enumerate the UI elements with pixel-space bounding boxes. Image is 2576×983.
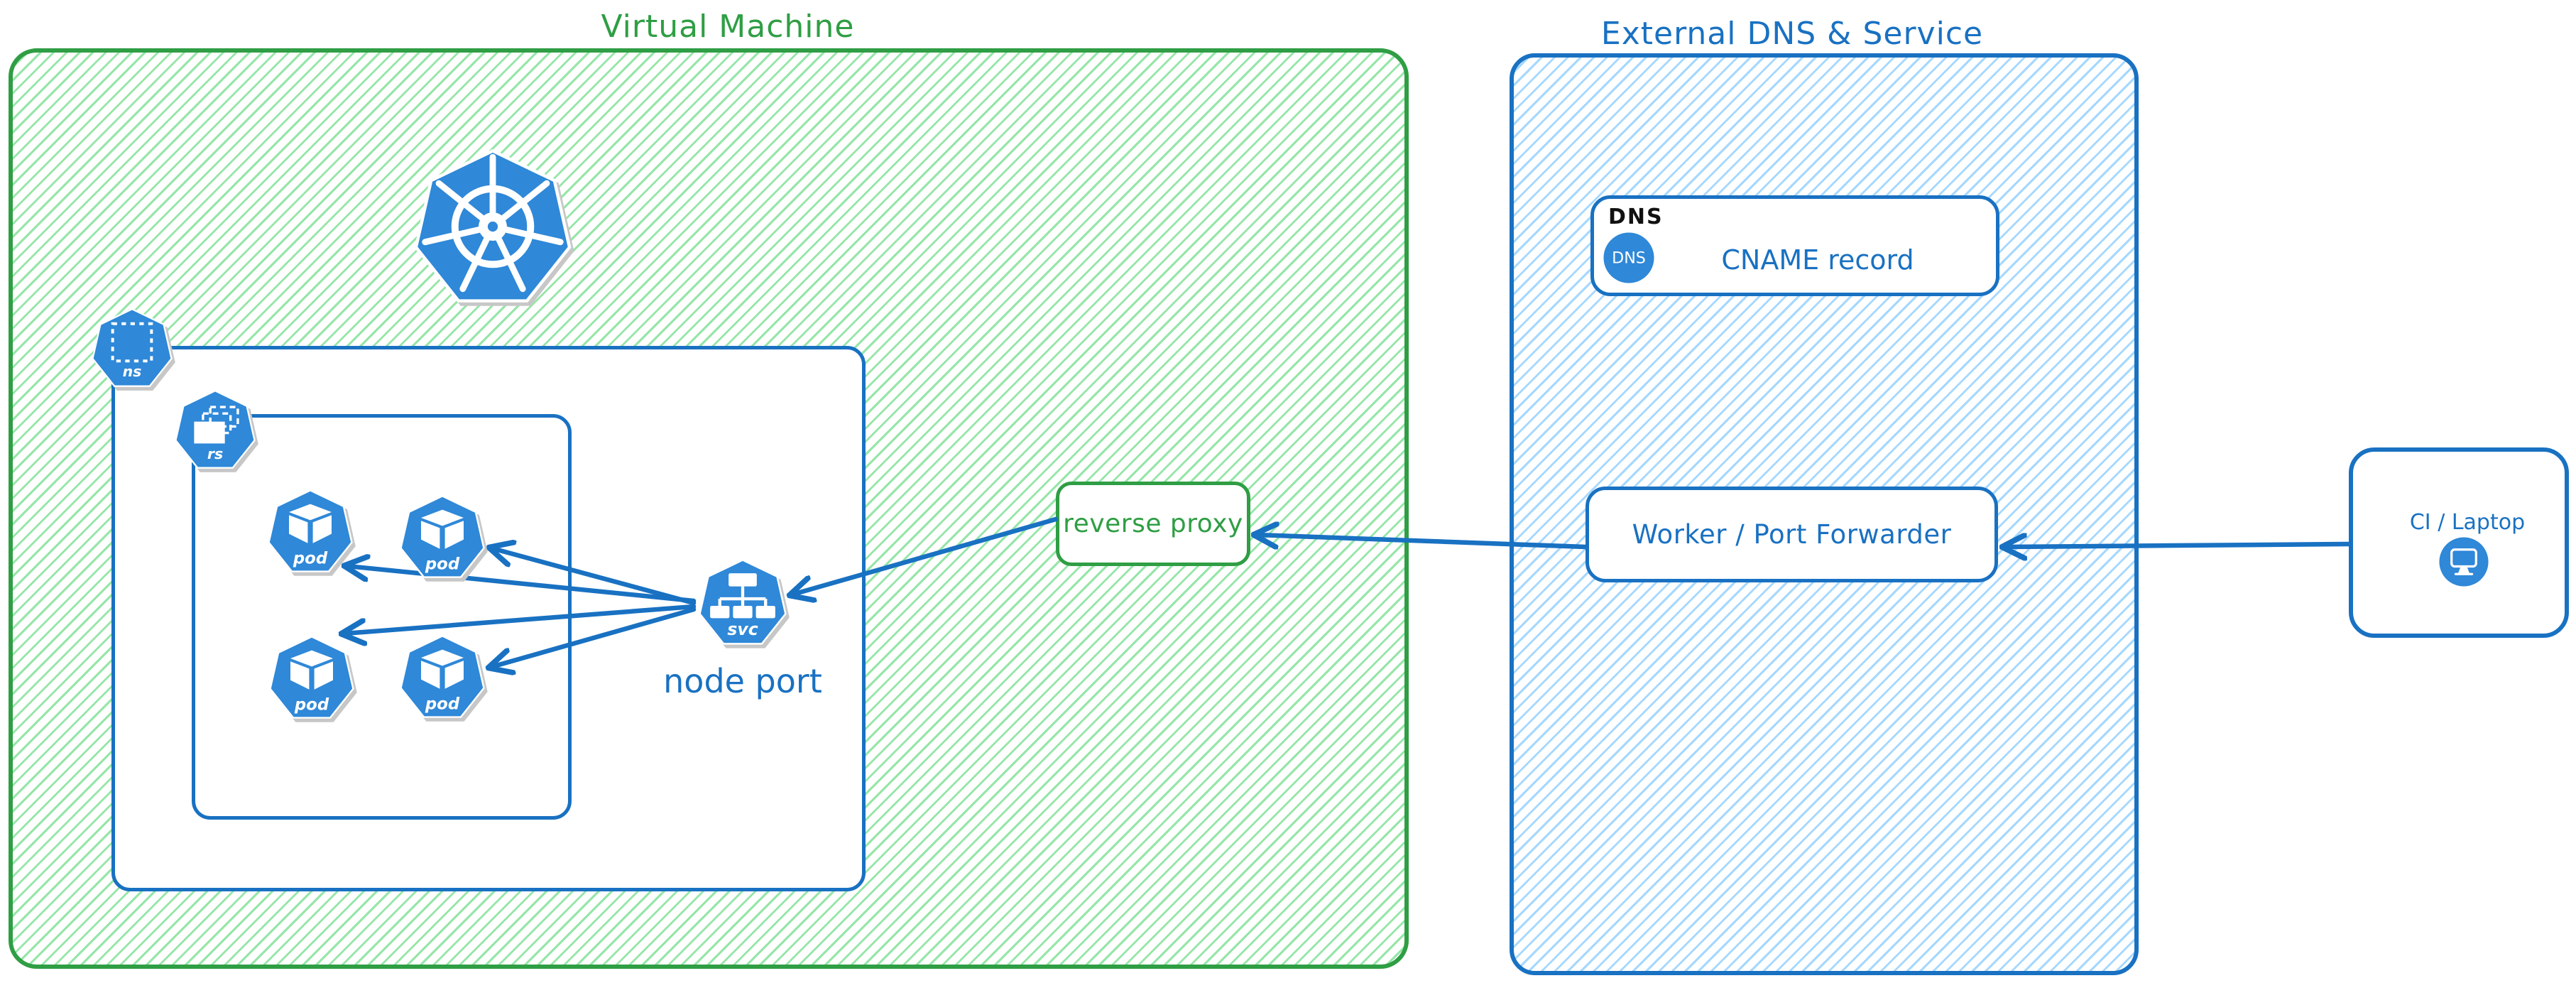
pod-icon-label: pod (294, 696, 329, 715)
reverse-proxy-box: reverse proxy (1056, 482, 1250, 566)
dns-badge-label: DNS (1612, 249, 1646, 267)
monitor-icon (2439, 537, 2489, 587)
pod-icon-top-right: pod (400, 495, 485, 578)
replicaset-icon-label: rs (207, 445, 223, 462)
dns-record-box (1590, 195, 1999, 296)
external-title: External DNS & Service (1600, 16, 1984, 52)
pod-icon-bottom-right: pod (400, 635, 485, 718)
namespace-icon: ns (92, 308, 173, 387)
ci-laptop-label: CI / Laptop (2409, 510, 2526, 535)
pod-icon-label: pod (425, 555, 460, 574)
replicaset-box (192, 414, 572, 820)
vm-title: Virtual Machine (601, 9, 855, 45)
service-icon-label: svc (727, 619, 758, 639)
worker-label: Worker / Port Forwarder (1632, 519, 1952, 550)
node-port-label: node port (663, 662, 822, 700)
cname-record-label: CNAME record (1721, 244, 1914, 276)
reverse-proxy-label: reverse proxy (1063, 509, 1243, 538)
pod-icon-top-left: pod (268, 489, 353, 572)
replicaset-icon: rs (175, 390, 256, 469)
pod-icon-label: pod (293, 550, 328, 568)
pod-icon-bottom-left: pod (269, 636, 354, 719)
service-icon: svc (699, 559, 787, 645)
kubernetes-logo-icon (414, 148, 572, 303)
pod-icon-label: pod (425, 695, 460, 714)
dns-tag-label: DNS (1608, 205, 1664, 229)
namespace-icon-label: ns (123, 363, 142, 380)
dns-badge-icon: DNS (1603, 232, 1654, 283)
worker-port-forwarder-box: Worker / Port Forwarder (1586, 487, 1998, 582)
